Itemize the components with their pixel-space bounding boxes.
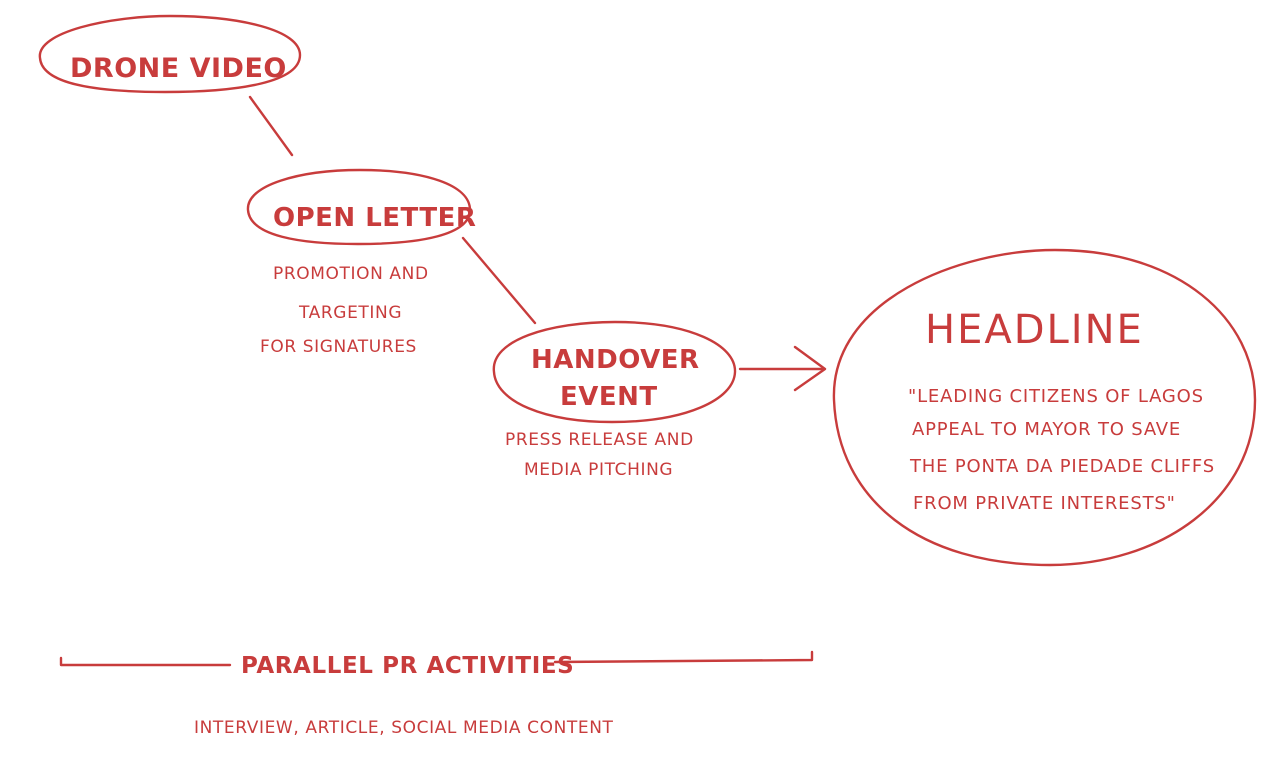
arrow-handover-to-headline: [738, 345, 827, 392]
arrow-head: [793, 345, 827, 392]
drone-video-label: DRONE VIDEO: [70, 53, 287, 84]
parallel-line-right: [553, 650, 814, 664]
node-open-letter: OPEN LETTER: [246, 168, 476, 246]
node-headline: HEADLINE "LEADING CITIZENS OF LAGOS APPE…: [832, 248, 1257, 567]
handover-event-label-line: HANDOVER: [531, 345, 700, 375]
handover-event-ellipse: [492, 320, 737, 424]
parallel-label: PARALLEL PR ACTIVITIES: [241, 653, 574, 679]
handover-note-line: MEDIA PITCHING: [524, 460, 673, 480]
open-letter-ellipse: [246, 168, 472, 246]
parallel-line-left: [59, 656, 232, 667]
headline-quote-line: "LEADING CITIZENS OF LAGOS: [908, 386, 1204, 407]
open-letter-note-line: PROMOTION AND: [273, 264, 429, 284]
headline-quote-line: APPEAL TO MAYOR TO SAVE: [912, 419, 1181, 440]
connector-drone-to-letter: [248, 95, 294, 157]
headline-quote-line: FROM PRIVATE INTERESTS": [913, 493, 1176, 514]
node-handover-event: HANDOVER EVENT: [492, 320, 737, 424]
handover-note-line: PRESS RELEASE AND: [505, 430, 694, 450]
parallel-pr-activities: PARALLEL PR ACTIVITIES INTERVIEW, ARTICL…: [59, 650, 814, 738]
open-letter-notes: PROMOTION AND TARGETING FOR SIGNATURES: [260, 264, 429, 357]
node-drone-video: DRONE VIDEO: [38, 14, 302, 94]
parallel-items: INTERVIEW, ARTICLE, SOCIAL MEDIA CONTENT: [194, 718, 614, 738]
drone-video-ellipse: [38, 14, 302, 94]
open-letter-note-line: FOR SIGNATURES: [260, 337, 417, 357]
headline-label: HEADLINE: [925, 307, 1144, 353]
handover-event-label-line: EVENT: [560, 382, 658, 412]
open-letter-label: OPEN LETTER: [273, 203, 476, 233]
handover-event-notes: PRESS RELEASE AND MEDIA PITCHING: [505, 430, 694, 480]
connector-letter-to-handover: [461, 236, 537, 325]
open-letter-note-line: TARGETING: [298, 303, 402, 323]
headline-quote-line: THE PONTA DA PIEDADE CLIFFS: [909, 456, 1215, 477]
headline-ellipse: [832, 248, 1257, 567]
